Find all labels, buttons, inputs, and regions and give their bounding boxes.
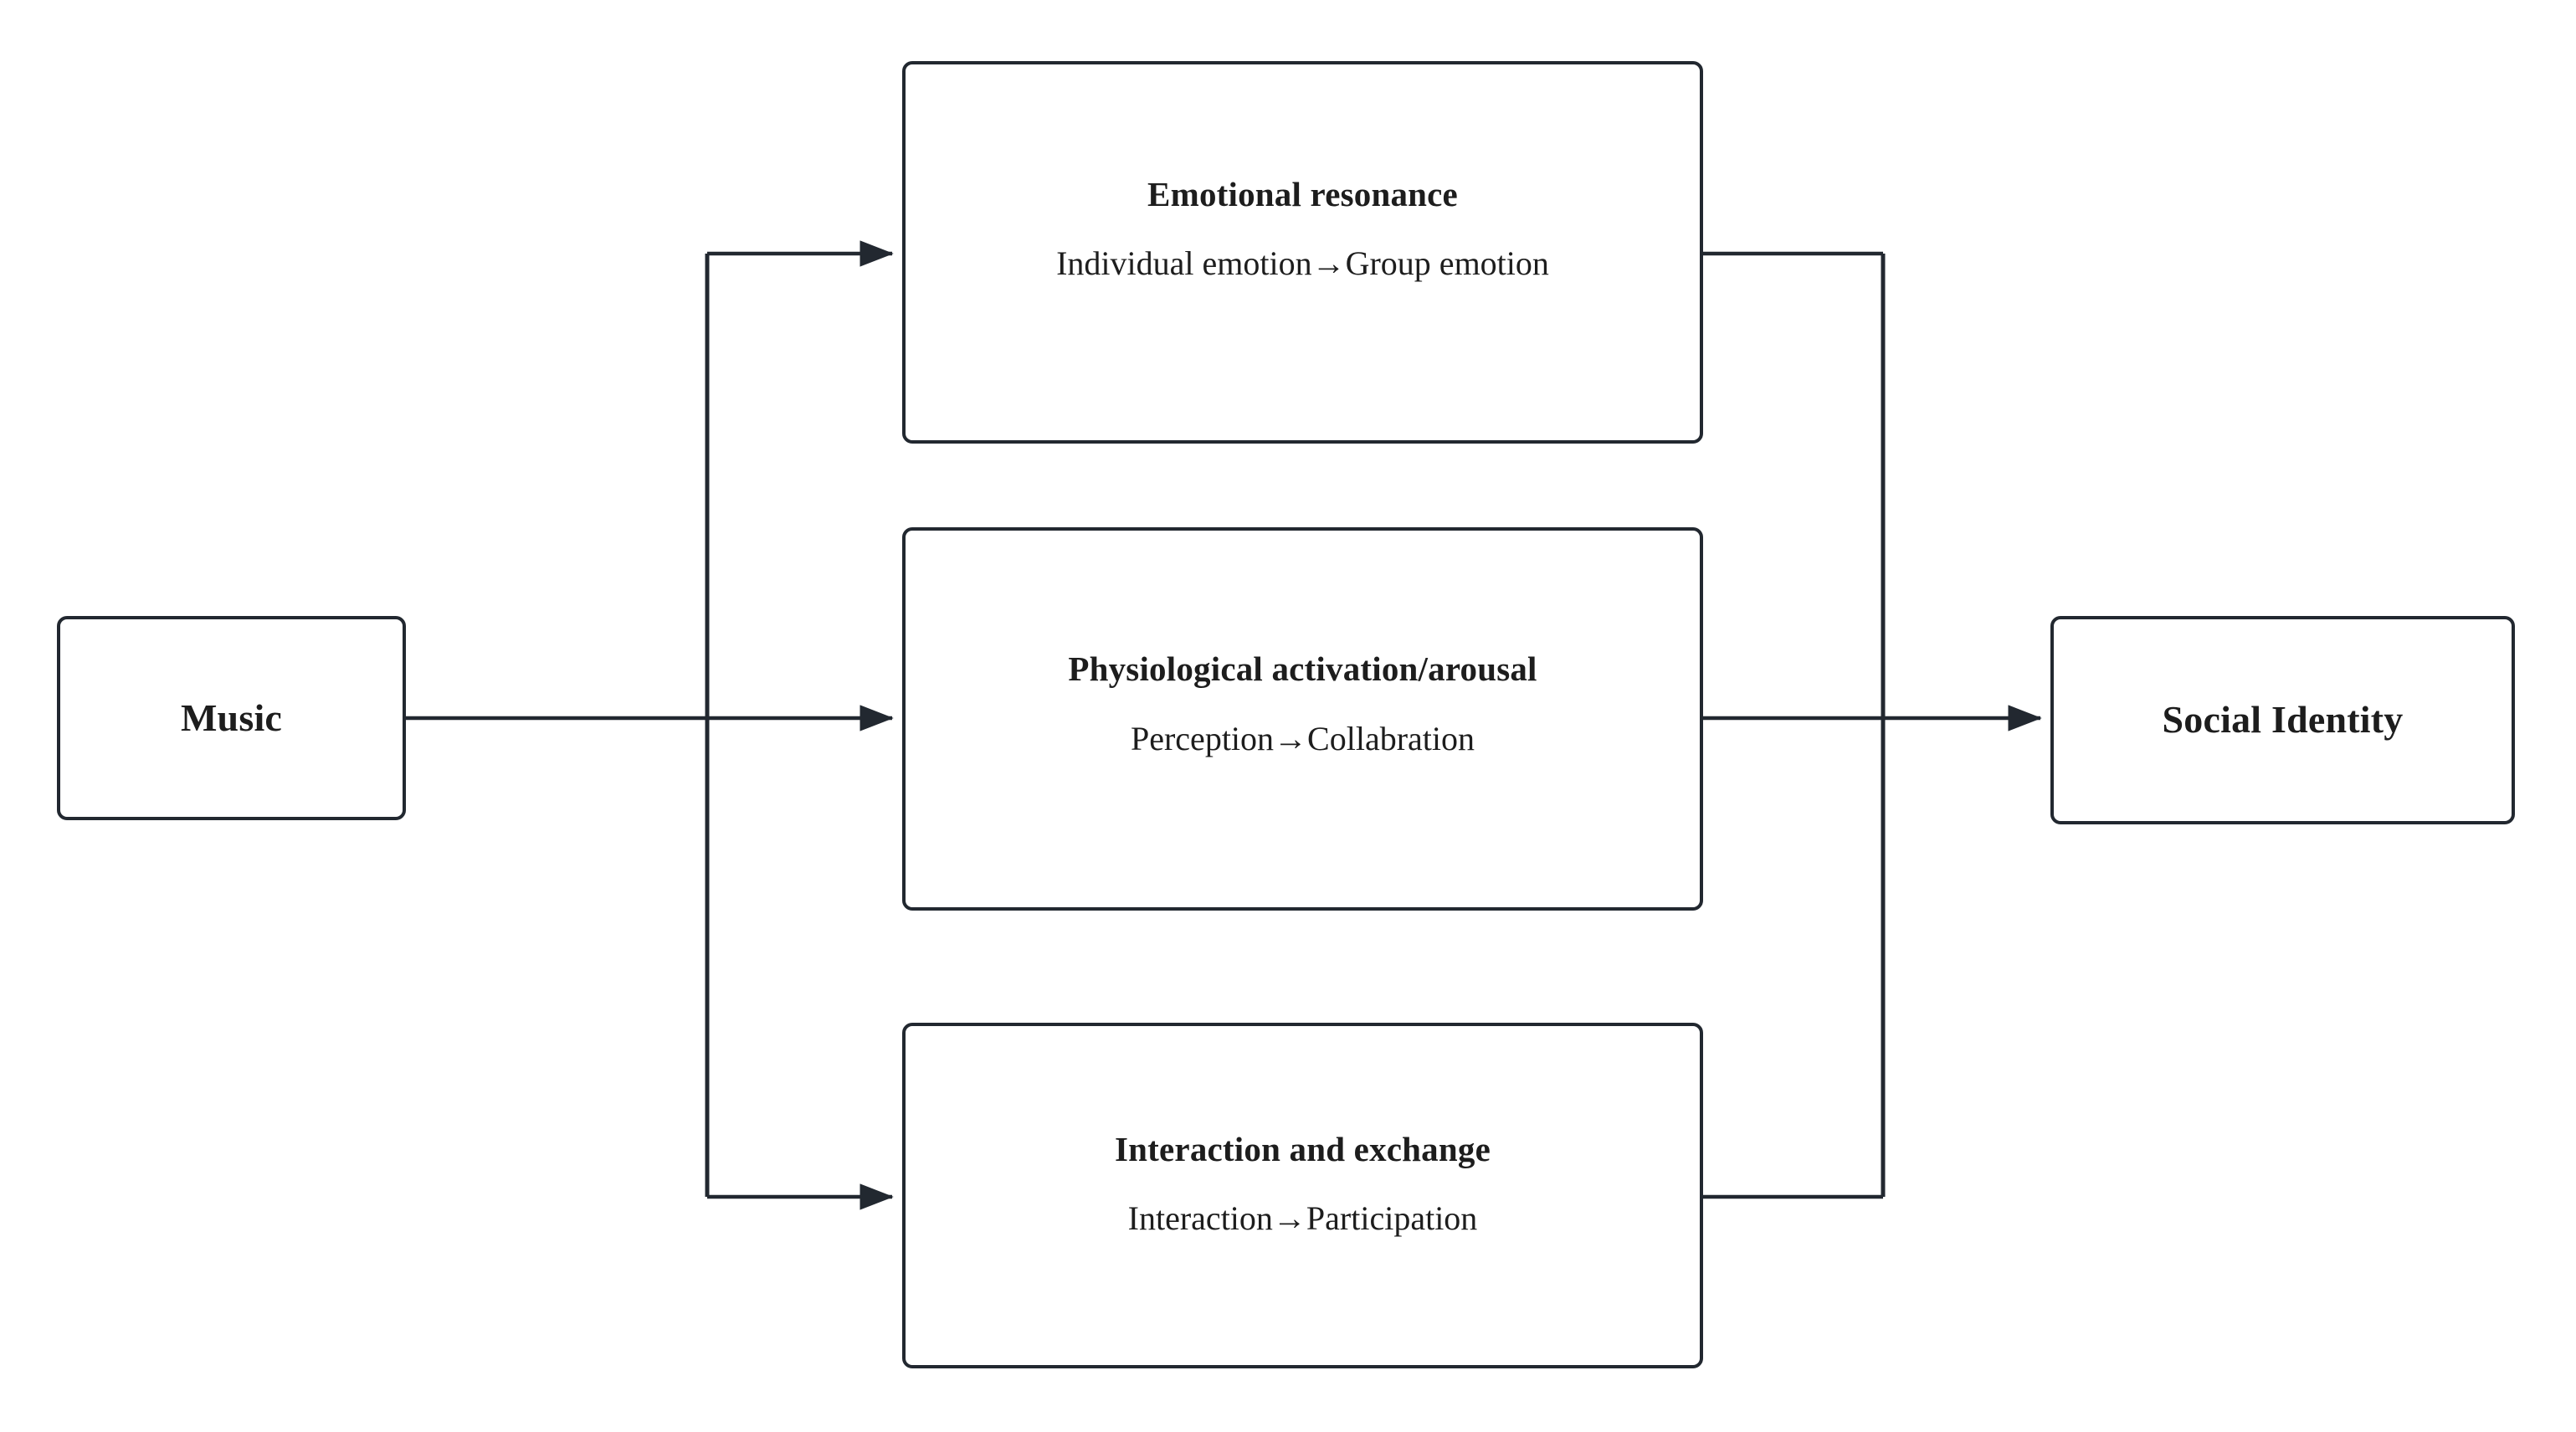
node-music[interactable]: Music — [57, 616, 406, 820]
node-emotional-resonance-content: Emotional resonance Individual emotion→G… — [1056, 175, 1549, 283]
node-emotional-resonance-subtitle: Individual emotion→Group emotion — [1056, 244, 1549, 283]
node-social-identity-content: Social Identity — [2163, 698, 2404, 742]
node-interaction-exchange[interactable]: Interaction and exchange Interaction→Par… — [902, 1023, 1703, 1368]
node-emotional-resonance-title: Emotional resonance — [1147, 174, 1458, 213]
node-social-identity-label: Social Identity — [2162, 698, 2404, 742]
node-music-content: Music — [181, 696, 282, 741]
node-interaction-exchange-subtitle: Interaction→Participation — [1127, 1199, 1478, 1238]
node-social-identity[interactable]: Social Identity — [2050, 616, 2515, 824]
node-interaction-exchange-title: Interaction and exchange — [1115, 1129, 1491, 1168]
node-interaction-exchange-content: Interaction and exchange Interaction→Par… — [1115, 1130, 1491, 1238]
node-physiological-activation-title: Physiological activation/arousal — [1068, 649, 1537, 689]
node-physiological-activation-subtitle: Perception→Collabration — [1130, 719, 1475, 757]
node-emotional-resonance[interactable]: Emotional resonance Individual emotion→G… — [902, 61, 1703, 444]
node-physiological-activation-content: Physiological activation/arousal Percept… — [1068, 649, 1537, 757]
node-physiological-activation[interactable]: Physiological activation/arousal Percept… — [902, 527, 1703, 911]
node-music-label: Music — [180, 695, 283, 739]
